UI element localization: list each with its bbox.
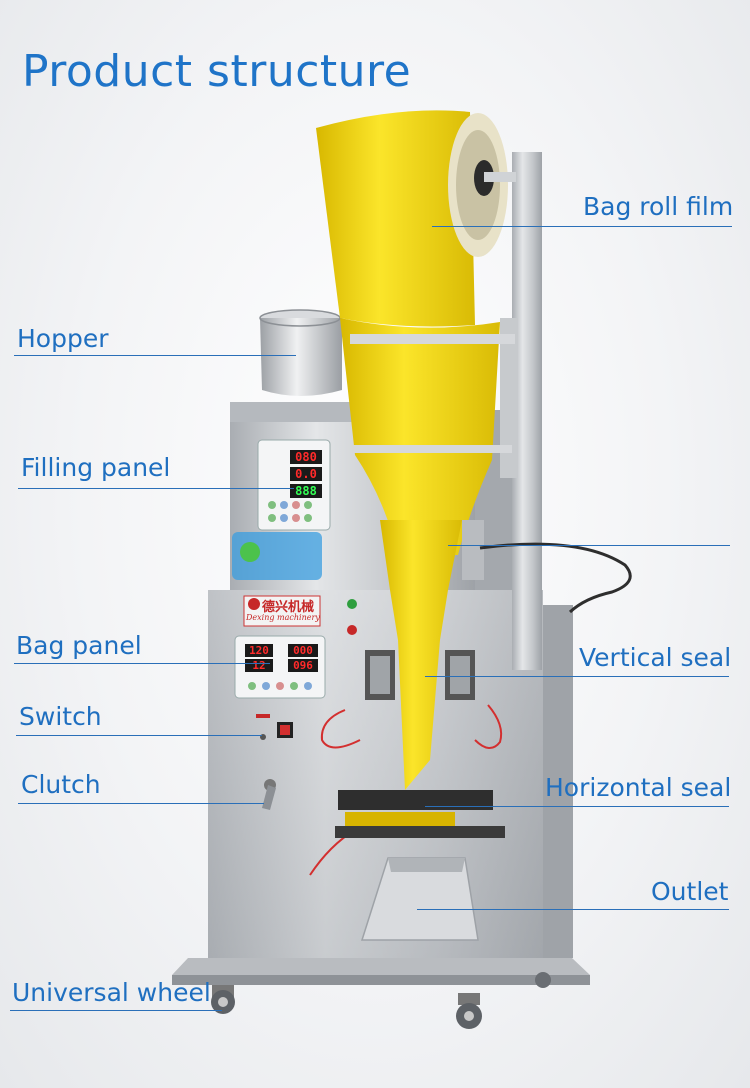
filling-display-bottom: 888 — [295, 484, 317, 498]
base-platform — [172, 958, 590, 985]
hopper — [259, 309, 342, 396]
bag-panel — [234, 635, 326, 699]
decal-sticker — [232, 532, 322, 580]
red-wire-right — [474, 704, 503, 749]
horizontal-seal-jaws — [335, 790, 505, 838]
film-roll — [316, 110, 516, 327]
label-horizontal-seal: Horizontal seal — [545, 773, 732, 802]
leader-bag-panel — [14, 663, 270, 664]
brand-name-en: Dexing machinery — [246, 613, 320, 622]
green-indicator-light — [347, 599, 357, 609]
label-universal-wheel: Universal wheel — [12, 978, 211, 1007]
cable — [479, 542, 632, 614]
red-wire-left — [320, 709, 361, 749]
label-hopper: Hopper — [17, 324, 109, 353]
filling-tube — [462, 520, 484, 580]
brand-name-cn: 德兴机械 — [262, 600, 315, 615]
filling-panel — [257, 439, 331, 531]
universal-wheels — [211, 972, 551, 1029]
leader-outlet — [417, 909, 729, 910]
film-web — [340, 318, 515, 790]
page-title: Product structure — [22, 46, 412, 97]
leader-horizontal-seal — [425, 806, 729, 807]
leader-bag-roll-film — [432, 226, 732, 227]
red-indicator-light — [347, 625, 357, 635]
label-bag-panel: Bag panel — [16, 631, 142, 660]
bag-display-right-top: 000 — [293, 644, 313, 657]
outlet-chute — [360, 857, 479, 941]
label-filling-panel: Filling panel — [21, 453, 171, 482]
label-outlet: Outlet — [651, 877, 729, 906]
label-switch: Switch — [19, 702, 102, 731]
brand-plate — [243, 595, 321, 627]
leader-universal-wheel — [10, 1010, 222, 1011]
leader-filling-panel — [18, 488, 294, 489]
leader-filling-tube — [448, 545, 730, 546]
vertical-seal-block — [365, 650, 475, 700]
bag-display-left-bottom: 12 — [252, 659, 266, 672]
clutch-lever — [262, 779, 276, 810]
leader-hopper — [14, 355, 296, 356]
filling-display-top: 080 — [295, 450, 317, 464]
leader-clutch — [18, 803, 264, 804]
label-vertical-seal: Vertical seal — [579, 643, 732, 672]
bag-display-right-bottom: 096 — [293, 659, 313, 672]
label-clutch: Clutch — [21, 770, 101, 799]
leader-switch — [16, 735, 262, 736]
vertical-post — [500, 152, 542, 670]
leader-vertical-seal — [425, 676, 729, 677]
bag-display-left-top: 120 — [249, 644, 269, 657]
label-bag-roll-film: Bag roll film — [583, 192, 734, 221]
filling-display-mid: 0.0 — [295, 467, 317, 481]
